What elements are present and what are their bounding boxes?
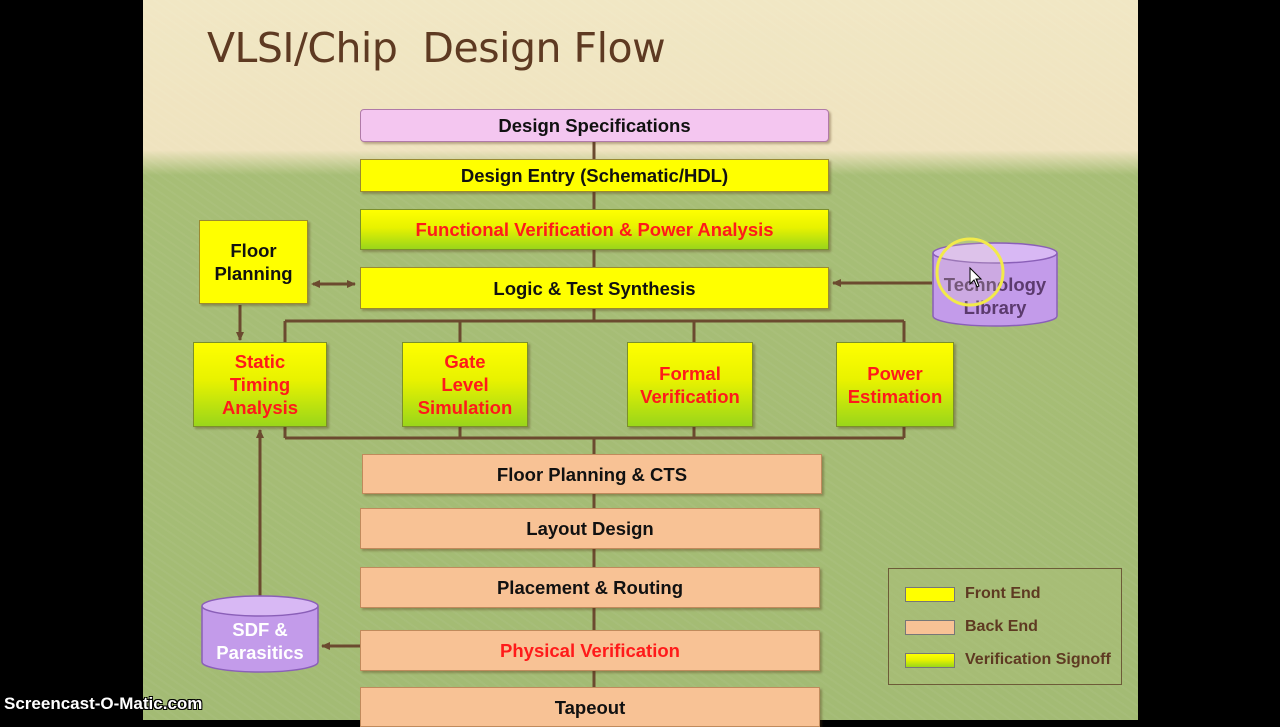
static-timing-line-1: Static: [234, 351, 286, 372]
placement-routing-label: Placement & Routing: [496, 577, 684, 598]
functional-verification-box: Functional Verification & Power Analysis: [360, 209, 829, 250]
formal-verification-box: Formal Verification: [627, 342, 753, 427]
floor-planning-cts-box: Floor Planning & CTS: [362, 454, 822, 494]
tapeout-label: Tapeout: [554, 696, 626, 718]
static-timing-analysis-box: Static Timing Analysis: [193, 342, 327, 427]
floor-planning-box: Floor Planning: [199, 220, 308, 304]
legend-swatch-verification-signoff: [905, 652, 955, 668]
placement-routing-box: Placement & Routing: [360, 567, 820, 608]
legend-item-back-end: Back End: [905, 618, 1038, 636]
legend-swatch-back-end: [905, 619, 955, 635]
legend-item-verification-signoff: Verification Signoff: [905, 651, 1111, 669]
physical-verification-box: Physical Verification: [360, 630, 820, 671]
watermark: Screencast-O-Matic.com: [4, 694, 203, 713]
legend-item-front-end: Front End: [905, 585, 1041, 603]
floor-planning-line-1: Floor: [230, 240, 277, 261]
legend: Front End Back End Verification Signoff: [888, 568, 1122, 685]
slide-title: VLSI/Chip Design Flow: [207, 24, 666, 72]
technology-library-line-2: Library: [963, 297, 1027, 318]
layout-design-box: Layout Design: [360, 508, 820, 549]
sdf-parasitics-label: SDF & Parasitics: [202, 618, 318, 664]
functional-verification-label: Functional Verification & Power Analysis: [415, 219, 774, 240]
design-entry-box: Design Entry (Schematic/HDL): [360, 159, 829, 192]
tapeout-box: Tapeout: [360, 687, 820, 727]
legend-label-back-end: Back End: [965, 618, 1038, 635]
legend-label-verification-signoff: Verification Signoff: [965, 651, 1111, 668]
power-estimation-line-2: Estimation: [847, 385, 943, 407]
sdf-parasitics-line-1: SDF &: [232, 619, 288, 640]
logic-test-synthesis-box: Logic & Test Synthesis: [360, 267, 829, 309]
technology-library-line-1: Technology: [943, 274, 1047, 295]
technology-library-label: Technology Library: [933, 273, 1057, 319]
floor-planning-line-2: Planning: [214, 263, 293, 284]
logic-test-synthesis-label: Logic & Test Synthesis: [493, 277, 696, 299]
gate-level-line-1: Gate: [444, 351, 486, 372]
power-estimation-box: Power Estimation: [836, 342, 954, 427]
legend-swatch-front-end: [905, 586, 955, 602]
static-timing-line-2: Timing: [229, 374, 291, 395]
power-estimation-line-1: Power: [867, 362, 923, 384]
gate-level-simulation-box: Gate Level Simulation: [402, 342, 528, 427]
layout-design-label: Layout Design: [526, 518, 654, 539]
physical-verification-label: Physical Verification: [500, 640, 680, 661]
formal-verification-line-1: Formal: [659, 362, 721, 384]
formal-verification-line-2: Verification: [640, 385, 740, 407]
design-specifications-box: Design Specifications: [360, 109, 829, 142]
legend-label-front-end: Front End: [965, 585, 1041, 602]
design-entry-label: Design Entry (Schematic/HDL): [460, 165, 729, 186]
sdf-parasitics-line-2: Parasitics: [216, 642, 304, 663]
floor-planning-cts-label: Floor Planning & CTS: [496, 463, 688, 485]
design-specifications-label: Design Specifications: [498, 115, 691, 136]
gate-level-line-2: Level: [441, 374, 489, 395]
gate-level-line-3: Simulation: [417, 397, 513, 418]
static-timing-line-3: Analysis: [221, 397, 299, 418]
